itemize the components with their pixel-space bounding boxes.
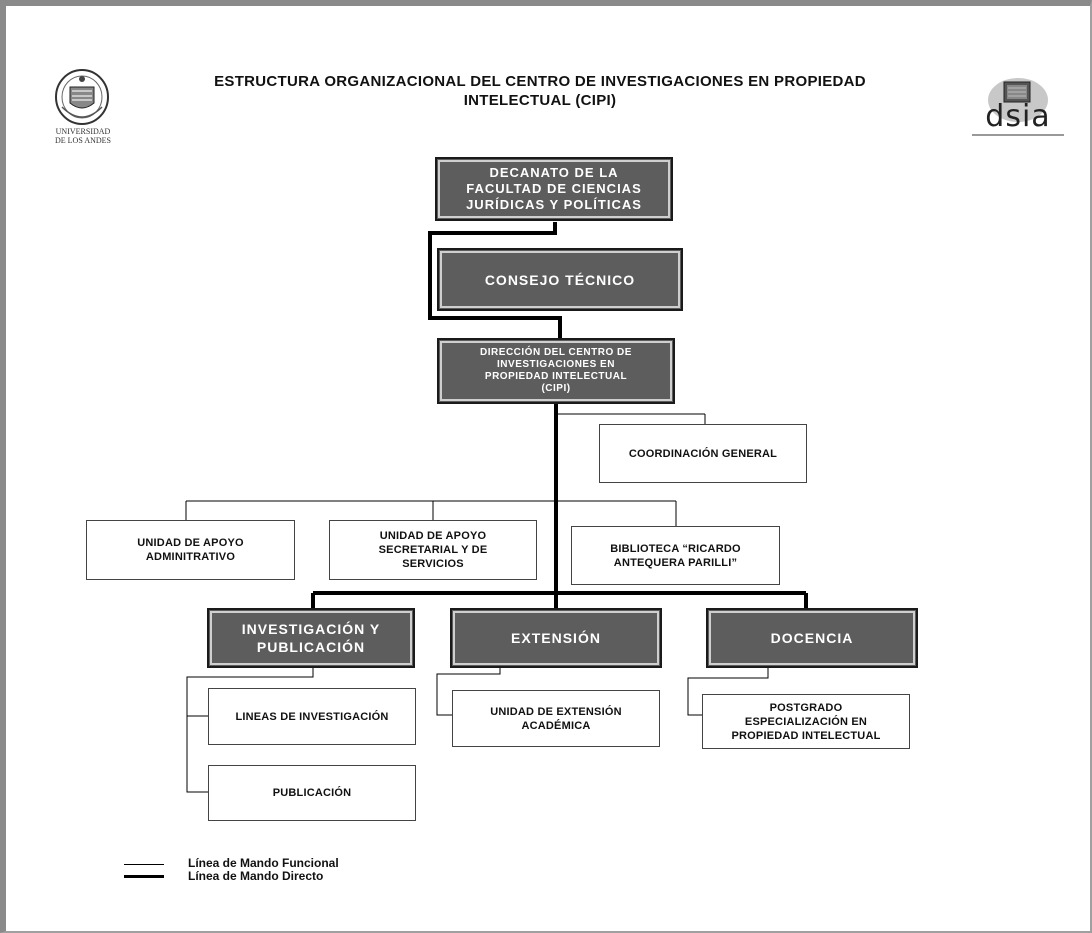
legend: Línea de Mando Funcional Línea de Mando …	[124, 856, 424, 883]
title-line-2: INTELECTUAL (CIPI)	[463, 92, 617, 109]
direct-line-decanato-consejo	[428, 222, 562, 338]
functional-line-docencia-child	[687, 668, 769, 716]
node-direccion: DIRECCIÓN DEL CENTRO DE INVESTIGACIONES …	[437, 338, 675, 404]
node-publicacion: PUBLICACIÓN	[208, 765, 416, 821]
node-biblioteca-line2: ANTEQUERA PARILLI”	[613, 556, 738, 569]
functional-line-investigacion-children	[186, 668, 314, 793]
node-apoyo-administrativo: UNIDAD DE APOYO ADMINITRATIVO	[86, 520, 295, 580]
node-lineas-line1: LINEAS DE INVESTIGACIÓN	[235, 710, 389, 723]
title-line-1: ESTRUCTURA ORGANIZACIONAL DEL CENTRO DE …	[214, 73, 866, 90]
node-apoyo-secretarial: UNIDAD DE APOYO SECRETARIAL Y DE SERVICI…	[329, 520, 537, 580]
node-investigacion-line2: PUBLICACIÓN	[256, 639, 366, 655]
node-consejo-line1: CONSEJO TÉCNICO	[484, 271, 636, 288]
node-postgrado-line3: PROPIEDAD INTELECTUAL	[731, 729, 881, 742]
node-extension-line1: EXTENSIÓN	[511, 630, 601, 646]
node-unidad-extension: UNIDAD DE EXTENSIÓN ACADÉMICA	[452, 690, 660, 747]
legend-functional-label: Línea de Mando Funcional	[188, 856, 339, 870]
legend-thin-line-icon	[124, 864, 164, 865]
legend-direct: Línea de Mando Directo	[124, 869, 424, 883]
node-direccion-line2: INVESTIGACIONES EN	[497, 359, 615, 370]
node-decanato-line1: DECANATO DE LA	[489, 165, 619, 180]
node-direccion-line1: DIRECCIÓN DEL CENTRO DE	[480, 347, 632, 358]
node-lineas-investigacion: LINEAS DE INVESTIGACIÓN	[208, 688, 416, 745]
node-postgrado: POSTGRADO ESPECIALIZACIÓN EN PROPIEDAD I…	[702, 694, 910, 749]
node-apoyo-admin-line1: UNIDAD DE APOYO	[137, 537, 244, 549]
node-biblioteca: BIBLIOTECA “RICARDO ANTEQUERA PARILLI”	[571, 526, 780, 585]
node-decanato-line2: FACULTAD DE CIENCIAS	[466, 181, 642, 196]
node-direccion-line4: (CIPI)	[541, 383, 571, 394]
node-docencia-line1: DOCENCIA	[770, 630, 854, 646]
node-docencia: DOCENCIA	[706, 608, 918, 668]
node-coordinacion-general: COORDINACIÓN GENERAL	[599, 424, 807, 483]
node-postgrado-line2: ESPECIALIZACIÓN EN	[744, 715, 868, 728]
node-biblioteca-line1: BIBLIOTECA “RICARDO	[610, 542, 741, 555]
functional-line-extension-child	[436, 668, 501, 716]
node-decanato-line3: JURÍDICAS Y POLÍTICAS	[466, 197, 642, 212]
node-consejo-tecnico: CONSEJO TÉCNICO	[437, 248, 683, 311]
node-extension: EXTENSIÓN	[450, 608, 662, 668]
node-apoyo-secretarial-line2: SECRETARIAL Y DE	[378, 544, 488, 556]
node-apoyo-secretarial-line1: UNIDAD DE APOYO	[379, 530, 487, 542]
node-apoyo-secretarial-line3: SERVICIOS	[402, 558, 464, 570]
legend-direct-label: Línea de Mando Directo	[188, 869, 324, 883]
page-title: ESTRUCTURA ORGANIZACIONAL DEL CENTRO DE …	[120, 72, 960, 110]
node-investigacion: INVESTIGACIÓN Y PUBLICACIÓN	[207, 608, 415, 668]
node-unidad-extension-line2: ACADÉMICA	[521, 719, 591, 732]
node-apoyo-admin-line2: ADMINITRATIVO	[145, 551, 236, 563]
node-decanato: DECANATO DE LA FACULTAD DE CIENCIAS JURÍ…	[435, 157, 673, 221]
node-direccion-line3: PROPIEDAD INTELECTUAL	[484, 371, 628, 382]
university-name-line2: DE LOS ANDES	[54, 136, 111, 145]
legend-functional: Línea de Mando Funcional	[124, 856, 424, 870]
node-unidad-extension-line1: UNIDAD DE EXTENSIÓN	[490, 705, 622, 718]
node-publicacion-line1: PUBLICACIÓN	[272, 787, 352, 799]
legend-thick-line-icon	[124, 875, 164, 878]
dsia-logo-icon: dsia	[968, 78, 1068, 140]
university-name-line1: UNIVERSIDAD	[55, 127, 111, 136]
university-seal-icon: UNIVERSIDAD DE LOS ANDES	[44, 67, 122, 149]
node-coordinacion-line1: COORDINACIÓN GENERAL	[628, 447, 778, 460]
node-postgrado-line1: POSTGRADO	[769, 701, 843, 714]
dsia-logo-text: dsia	[985, 99, 1051, 134]
node-investigacion-line1: INVESTIGACIÓN Y	[241, 621, 381, 637]
